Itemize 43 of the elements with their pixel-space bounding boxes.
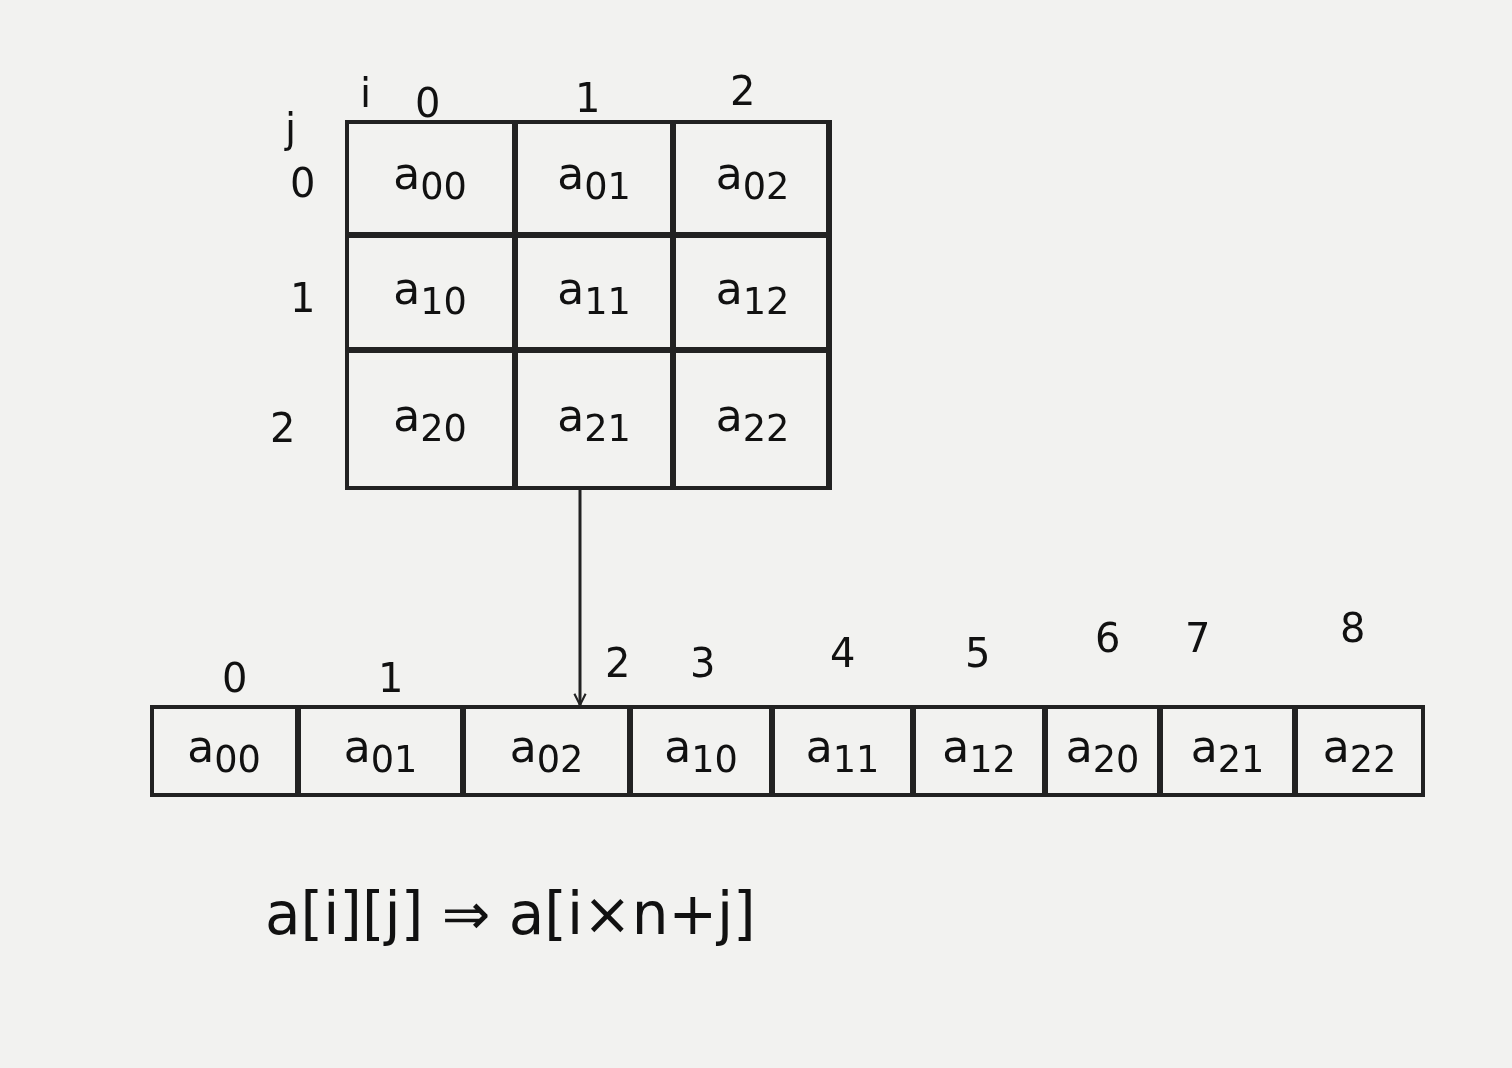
column-index: 0: [415, 80, 441, 126]
array-index: 4: [830, 630, 856, 676]
element-label: a$_{01}$: [343, 721, 418, 781]
element-label: a$_{22}$: [1322, 721, 1397, 781]
array-index: 3: [690, 640, 716, 686]
axis-label: j: [285, 105, 297, 151]
array-index: 7: [1185, 615, 1211, 661]
element-label: a$_{10}$: [664, 721, 738, 781]
array-index: 2: [605, 640, 631, 686]
column-index: 2: [730, 68, 756, 114]
element-label: a$_{21}$: [557, 390, 631, 450]
matrix-cell: [673, 120, 832, 235]
element-label: a$_{22}$: [715, 390, 790, 450]
element-label: a$_{21}$: [1190, 721, 1265, 781]
element-label: a$_{20}$: [393, 390, 467, 450]
array-index: 8: [1340, 605, 1366, 651]
element-label: a$_{01}$: [557, 147, 631, 208]
array-index: 1: [378, 655, 404, 701]
row-index: 0: [290, 160, 316, 206]
row-index: 2: [270, 405, 296, 451]
element-label: a$_{00}$: [393, 147, 467, 208]
arrow: [573, 490, 587, 707]
array-index: 5: [965, 630, 991, 676]
matrix-grid: [345, 120, 830, 490]
array-index: 6: [1095, 615, 1121, 661]
matrix-cell: [515, 235, 673, 350]
axis-label: i: [360, 70, 372, 116]
element-label: a$_{11}$: [557, 262, 631, 323]
array-index: 0: [222, 655, 248, 701]
row-index: 1: [290, 275, 316, 321]
array-strip: [150, 705, 1425, 797]
element-label: a$_{20}$: [1065, 721, 1140, 781]
element-label: a$_{12}$: [942, 721, 1016, 781]
matrix-cell: [673, 350, 832, 490]
element-label: a$_{02}$: [715, 147, 790, 208]
element-label: a$_{00}$: [187, 721, 261, 781]
element-label: a$_{02}$: [509, 721, 584, 781]
formula: a[i][j] ⇒ a[i×n+j]: [265, 880, 756, 948]
matrix-cell: [673, 235, 832, 350]
element-label: a$_{12}$: [715, 262, 790, 323]
element-label: a$_{10}$: [393, 262, 467, 323]
column-index: 1: [575, 75, 601, 121]
element-label: a$_{11}$: [805, 721, 880, 781]
